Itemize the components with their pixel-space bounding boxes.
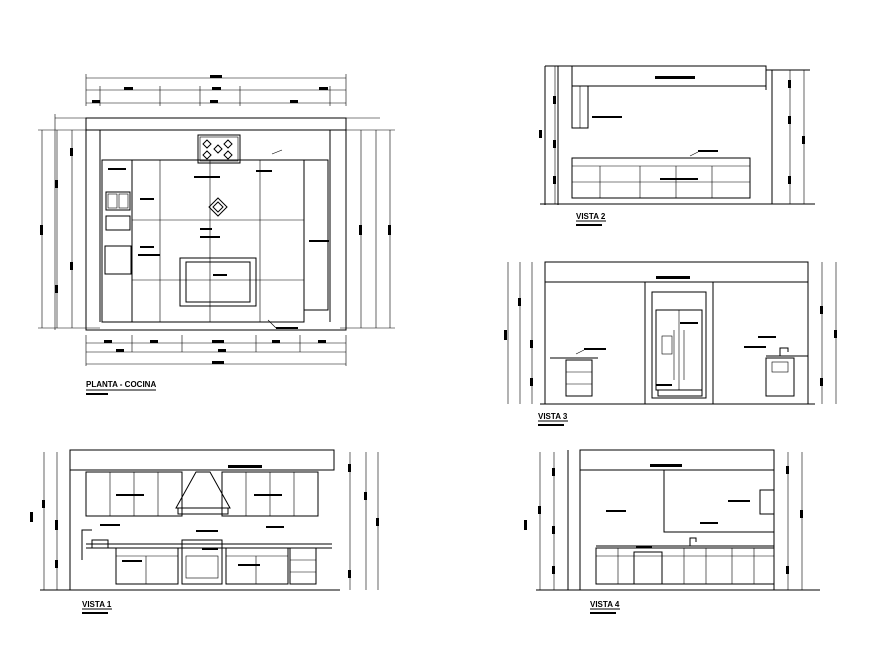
vista2-base-cabinets (571, 157, 751, 199)
plan-right-dimensions (340, 129, 395, 329)
vista3-sink-cabinet (765, 357, 795, 397)
vista1-view: VISTA 1 (30, 449, 379, 614)
vista3-side-cabinet (565, 359, 593, 397)
sink-bottom (105, 215, 131, 231)
vista4-title: VISTA 4 (590, 600, 620, 609)
plan-bottom-dimensions (85, 335, 347, 366)
sink-top (105, 191, 131, 211)
vista4-view: VISTA 4 (524, 449, 820, 614)
island (179, 257, 257, 307)
vista3-view: VISTA 3 (504, 261, 837, 426)
vista1-title: VISTA 1 (82, 600, 112, 609)
plan-title: PLANTA - COCINA (86, 380, 156, 389)
vista4-wall-cabinet (759, 489, 775, 515)
vista4-window-opening (663, 470, 774, 533)
vista2-view: VISTA 2 (539, 65, 815, 226)
dishwasher (633, 551, 663, 585)
plan-view: PLANTA - COCINA (38, 74, 395, 395)
vista1-base-cabinets-right (225, 547, 289, 585)
range-hood (175, 471, 231, 509)
range-oven (181, 539, 223, 585)
vista2-title: VISTA 2 (576, 212, 606, 221)
ceiling-fixture-symbol (208, 197, 228, 217)
vista3-title: VISTA 3 (538, 412, 568, 421)
vista1-base-cabinets-left (115, 547, 179, 585)
vista4-base-cabinets (595, 547, 775, 585)
vista1-sink (91, 539, 109, 549)
plan-left-dimensions (38, 129, 100, 329)
cooktop (197, 134, 241, 164)
